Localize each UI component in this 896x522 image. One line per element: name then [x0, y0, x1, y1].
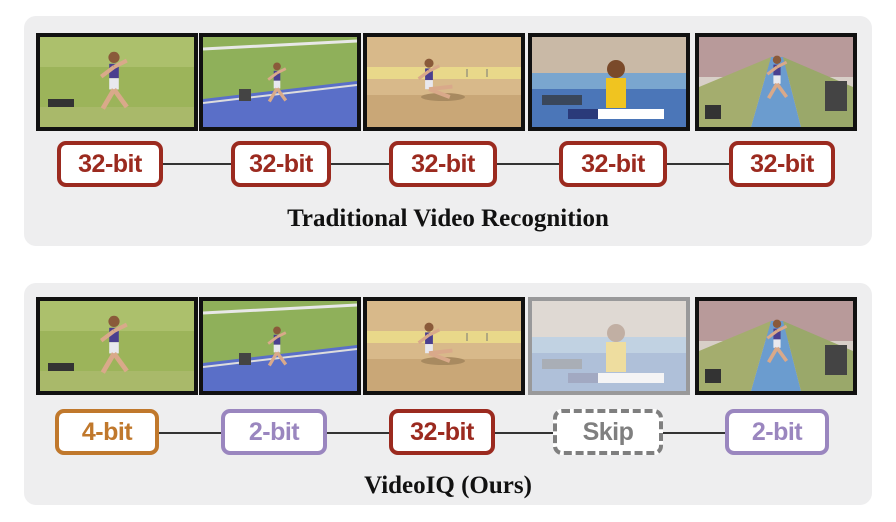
connector: [494, 163, 562, 165]
connector: [324, 432, 392, 434]
bit-badge-5: 2-bit: [725, 409, 829, 455]
frame-4-athlete: [528, 33, 690, 131]
videoiq-caption: VideoIQ (Ours): [364, 472, 532, 499]
frame-1-running: [36, 297, 198, 395]
athlete-track-image: [203, 301, 357, 391]
bit-badge-5: 32-bit: [729, 141, 835, 187]
bit-badge-3: 32-bit: [389, 141, 497, 187]
stadium-runway-image: [699, 37, 853, 127]
frame-4-skipped: [528, 297, 690, 395]
frame-3-long-jump: [363, 297, 525, 395]
connector: [160, 163, 234, 165]
long-jump-sandpit-image: [367, 301, 521, 391]
stadium-runway-image: [699, 301, 853, 391]
connector: [664, 163, 732, 165]
connector: [492, 432, 556, 434]
bit-badge-2: 32-bit: [231, 141, 331, 187]
athlete-interview-image: [532, 37, 686, 127]
bit-badge-1: 4-bit: [55, 409, 159, 455]
bit-badge-4: 32-bit: [559, 141, 667, 187]
frame-1-running: [36, 33, 198, 131]
bit-badge-3: 32-bit: [389, 409, 495, 455]
bit-badge-1: 32-bit: [57, 141, 163, 187]
athlete-running-image: [40, 301, 194, 391]
frame-2-running: [199, 297, 361, 395]
connector: [328, 163, 392, 165]
athlete-track-image: [203, 37, 357, 127]
athlete-interview-image: [532, 301, 686, 391]
long-jump-sandpit-image: [367, 37, 521, 127]
connector: [660, 432, 730, 434]
frame-3-long-jump: [363, 33, 525, 131]
frame-5-stadium: [695, 297, 857, 395]
skip-badge: Skip: [553, 409, 663, 455]
bit-badge-2: 2-bit: [221, 409, 327, 455]
traditional-caption: Traditional Video Recognition: [287, 205, 609, 232]
connector: [156, 432, 224, 434]
frame-5-stadium: [695, 33, 857, 131]
frame-2-running: [199, 33, 361, 131]
athlete-running-image: [40, 37, 194, 127]
